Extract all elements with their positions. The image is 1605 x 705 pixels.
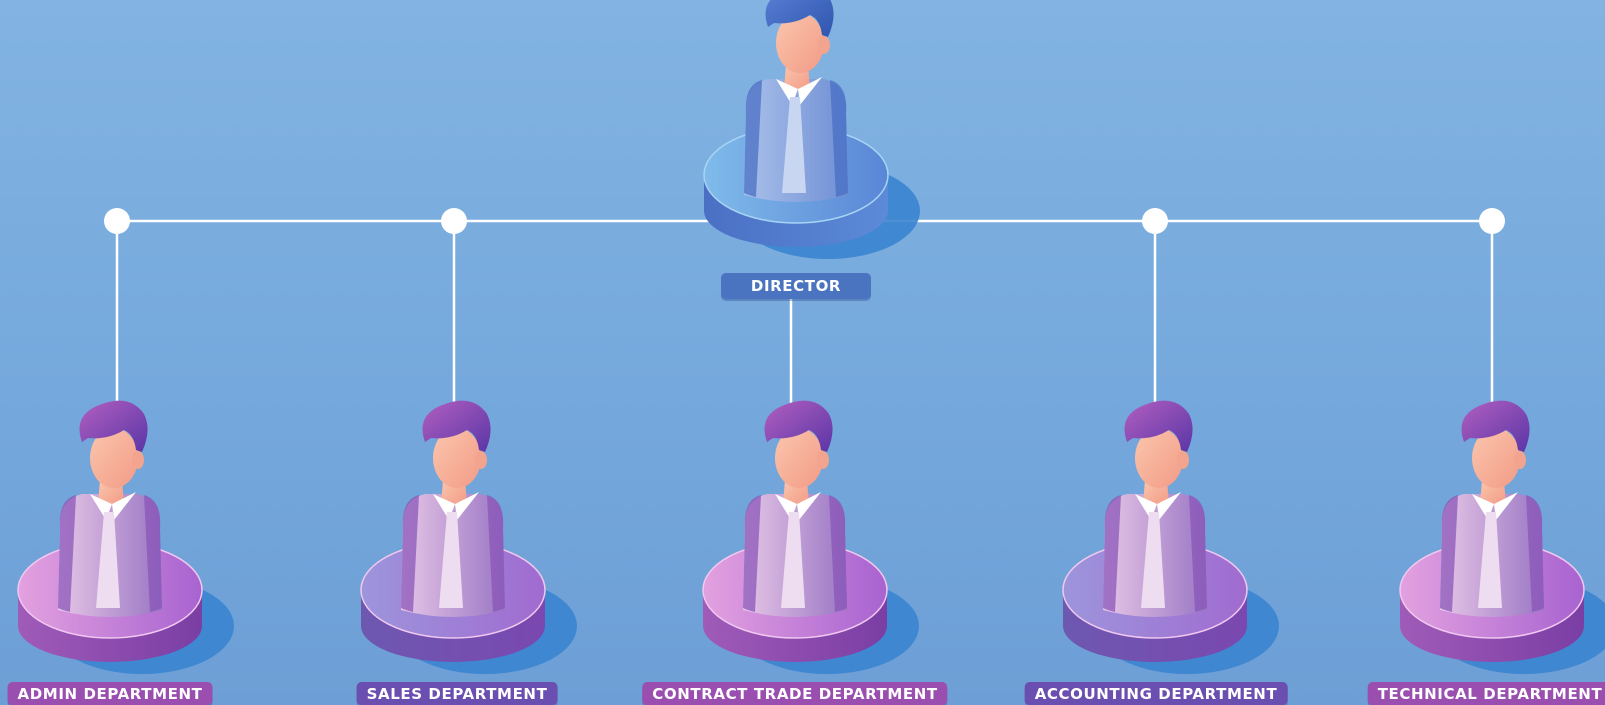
contract-trade-department-label: CONTRACT TRADE DEPARTMENT (642, 682, 948, 705)
head (90, 428, 138, 488)
sales-figure (360, 400, 577, 674)
right-sleeve (829, 495, 847, 612)
ear (1177, 451, 1189, 469)
right-sleeve (1526, 495, 1544, 612)
tie (1141, 512, 1165, 608)
tie (96, 512, 120, 608)
ear (475, 451, 487, 469)
head (433, 428, 481, 488)
junction-dot-sales (441, 208, 467, 234)
ear (132, 451, 144, 469)
right-sleeve (1189, 495, 1207, 612)
right-sleeve (830, 80, 848, 197)
technical-figure (1399, 400, 1605, 674)
hair (1124, 400, 1193, 452)
junction-dot-technical (1479, 208, 1505, 234)
collar-right (798, 77, 822, 105)
junction-dot-accounting (1142, 208, 1168, 234)
collar-right (455, 492, 479, 520)
left-sleeve (401, 495, 419, 612)
hair (422, 400, 491, 452)
head (776, 13, 824, 73)
left-sleeve (744, 80, 762, 197)
junction-dot-admin (104, 208, 130, 234)
director-label: DIRECTOR (721, 273, 871, 299)
ear (818, 36, 830, 54)
hair (1461, 400, 1530, 452)
right-sleeve (144, 495, 162, 612)
admin-department-label: ADMIN DEPARTMENT (7, 682, 213, 705)
hair (765, 0, 834, 37)
ear (817, 451, 829, 469)
head (1472, 428, 1520, 488)
tie (782, 97, 806, 193)
collar-right (1494, 492, 1518, 520)
collar-right (112, 492, 136, 520)
contract-trade-figure (702, 400, 919, 674)
sales-department-label: SALES DEPARTMENT (356, 682, 558, 705)
accounting-figure (1062, 400, 1279, 674)
tie (781, 512, 805, 608)
left-sleeve (1103, 495, 1121, 612)
tie (439, 512, 463, 608)
admin-figure (17, 400, 234, 674)
head (1135, 428, 1183, 488)
technical-department-label: TECHNICAL DEPARTMENT (1367, 682, 1605, 705)
tie (1478, 512, 1502, 608)
left-sleeve (743, 495, 761, 612)
ear (1514, 451, 1526, 469)
accounting-department-label: ACCOUNTING DEPARTMENT (1024, 682, 1288, 705)
right-sleeve (487, 495, 505, 612)
collar-right (1157, 492, 1181, 520)
hair (79, 400, 148, 452)
hair (764, 400, 833, 452)
left-sleeve (58, 495, 76, 612)
collar-right (797, 492, 821, 520)
director-figure (703, 0, 920, 259)
left-sleeve (1440, 495, 1458, 612)
head (775, 428, 823, 488)
